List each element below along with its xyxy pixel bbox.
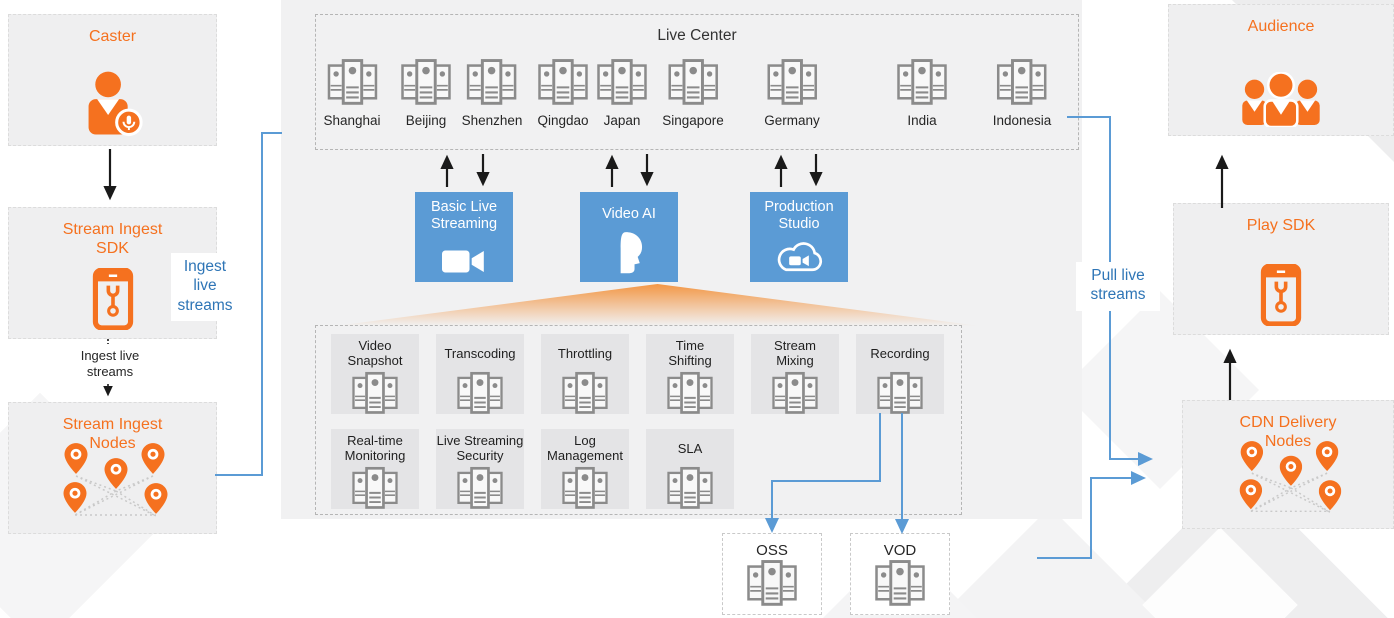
region-node: Shenzhen — [461, 58, 523, 128]
region-node: Singapore — [662, 58, 724, 128]
cdn-nodes-pin-cluster — [1203, 439, 1373, 525]
server-stack-icon — [561, 466, 609, 509]
region-node: Indonesia — [992, 58, 1052, 128]
feature-label: Real-time Monitoring — [344, 433, 406, 463]
region-label: Beijing — [405, 113, 447, 128]
region-label: Singapore — [662, 113, 724, 128]
head-profile-icon — [580, 230, 678, 276]
cdn-delivery-nodes-box: CDN Delivery Nodes — [1182, 400, 1394, 529]
stream-ingest-nodes-title: Stream Ingest Nodes — [62, 416, 163, 453]
server-stack-icon — [666, 371, 714, 414]
stream-ingest-nodes-box: Stream Ingest Nodes — [8, 402, 217, 534]
region-label: Indonesia — [992, 113, 1052, 128]
audience-box: Audience — [1168, 4, 1394, 136]
feature-label: Recording — [870, 345, 930, 361]
play-sdk-box: Play SDK — [1173, 203, 1389, 335]
region-label: Shanghai — [323, 113, 381, 128]
feature-tile: Throttling — [541, 334, 629, 414]
caster-title: Caster — [88, 28, 137, 45]
server-stack-icon — [351, 371, 399, 414]
video-camera-icon — [415, 247, 513, 276]
server-stack-icon — [400, 58, 452, 105]
region-label: Shenzhen — [461, 113, 523, 128]
feature-label: SLA — [677, 440, 703, 456]
storage-box-vod: VOD — [850, 533, 950, 615]
stream-ingest-sdk-title: Stream Ingest SDK — [62, 221, 163, 258]
cdn-delivery-nodes-title: CDN Delivery Nodes — [1239, 414, 1337, 451]
region-label: India — [907, 113, 937, 128]
features-box: Video Snapshot Transcoding Throttling Time … — [315, 325, 962, 515]
region-node: India — [896, 58, 948, 128]
server-stack-icon — [666, 466, 714, 509]
play-sdk-title: Play SDK — [1246, 217, 1316, 234]
audience-title: Audience — [1247, 18, 1315, 35]
pull-live-streams-chip: Pull live streams — [1076, 262, 1160, 311]
production-studio-label: Production Studio — [764, 199, 834, 233]
production-studio-box: Production Studio — [750, 192, 848, 282]
feature-tile: Log Management — [541, 429, 629, 509]
feature-tile: Video Snapshot — [331, 334, 419, 414]
server-stack-icon — [876, 371, 924, 414]
caster-box: Caster — [8, 14, 217, 146]
basic-live-streaming-label: Basic Live Streaming — [430, 199, 498, 233]
storage-box-oss: OSS — [722, 533, 822, 615]
feature-tile: Transcoding — [436, 334, 524, 414]
feature-tile: Live Streaming Security — [436, 429, 524, 509]
region-node: Japan — [596, 58, 648, 128]
ingest-live-streams-chip: Ingest live streams — [171, 253, 239, 322]
server-stack-icon — [596, 58, 648, 105]
server-stack-icon — [874, 559, 926, 606]
basic-live-streaming-box: Basic Live Streaming — [415, 192, 513, 282]
server-stack-icon — [771, 371, 819, 414]
server-stack-icon — [537, 58, 589, 105]
server-stack-icon — [667, 58, 719, 105]
feature-label: Log Management — [547, 433, 623, 463]
video-ai-label: Video AI — [602, 206, 656, 222]
storage-label: VOD — [883, 542, 917, 559]
background-shape — [936, 506, 1164, 618]
feature-tile: Real-time Monitoring — [331, 429, 419, 509]
server-stack-icon — [456, 466, 504, 509]
feature-label: Time Shifting — [668, 338, 712, 368]
region-node: Shanghai — [323, 58, 381, 128]
feature-label: Video Snapshot — [347, 338, 403, 368]
server-stack-icon — [766, 58, 818, 105]
server-stack-icon — [896, 58, 948, 105]
audience-people-icon — [1169, 72, 1393, 127]
ingest-live-streams-label: Ingest live streams — [80, 348, 140, 380]
caster-person-icon — [9, 71, 216, 137]
feature-label: Live Streaming Security — [436, 433, 524, 463]
feature-label: Stream Mixing — [774, 338, 816, 368]
server-stack-icon — [561, 371, 609, 414]
region-node: Beijing — [400, 58, 452, 128]
feature-label: Transcoding — [444, 345, 516, 361]
video-ai-box: Video AI — [580, 192, 678, 282]
live-center-title: Live Center — [657, 27, 737, 44]
region-node: Qingdao — [537, 58, 589, 128]
storage-label: OSS — [756, 542, 788, 559]
feature-label: Throttling — [557, 345, 613, 361]
region-label: Japan — [603, 113, 641, 128]
server-stack-icon — [746, 559, 798, 606]
server-stack-icon — [351, 466, 399, 509]
server-stack-icon — [326, 58, 378, 105]
server-stack-icon — [466, 58, 518, 105]
feature-tile: Recording — [856, 334, 944, 414]
feature-tile: Stream Mixing — [751, 334, 839, 414]
ingest-nodes-pin-cluster — [28, 441, 198, 529]
live-center-box: Live Center — [315, 14, 1079, 150]
cloud-camera-icon — [750, 242, 848, 276]
server-stack-icon — [996, 58, 1048, 105]
region-label: Qingdao — [537, 113, 589, 128]
feature-tile: SLA — [646, 429, 734, 509]
server-stack-icon — [456, 371, 504, 414]
feature-tile: Time Shifting — [646, 334, 734, 414]
play-sdk-phone-wrench-icon — [1174, 264, 1388, 326]
region-label: Germany — [764, 113, 820, 128]
region-node: Germany — [764, 58, 820, 128]
